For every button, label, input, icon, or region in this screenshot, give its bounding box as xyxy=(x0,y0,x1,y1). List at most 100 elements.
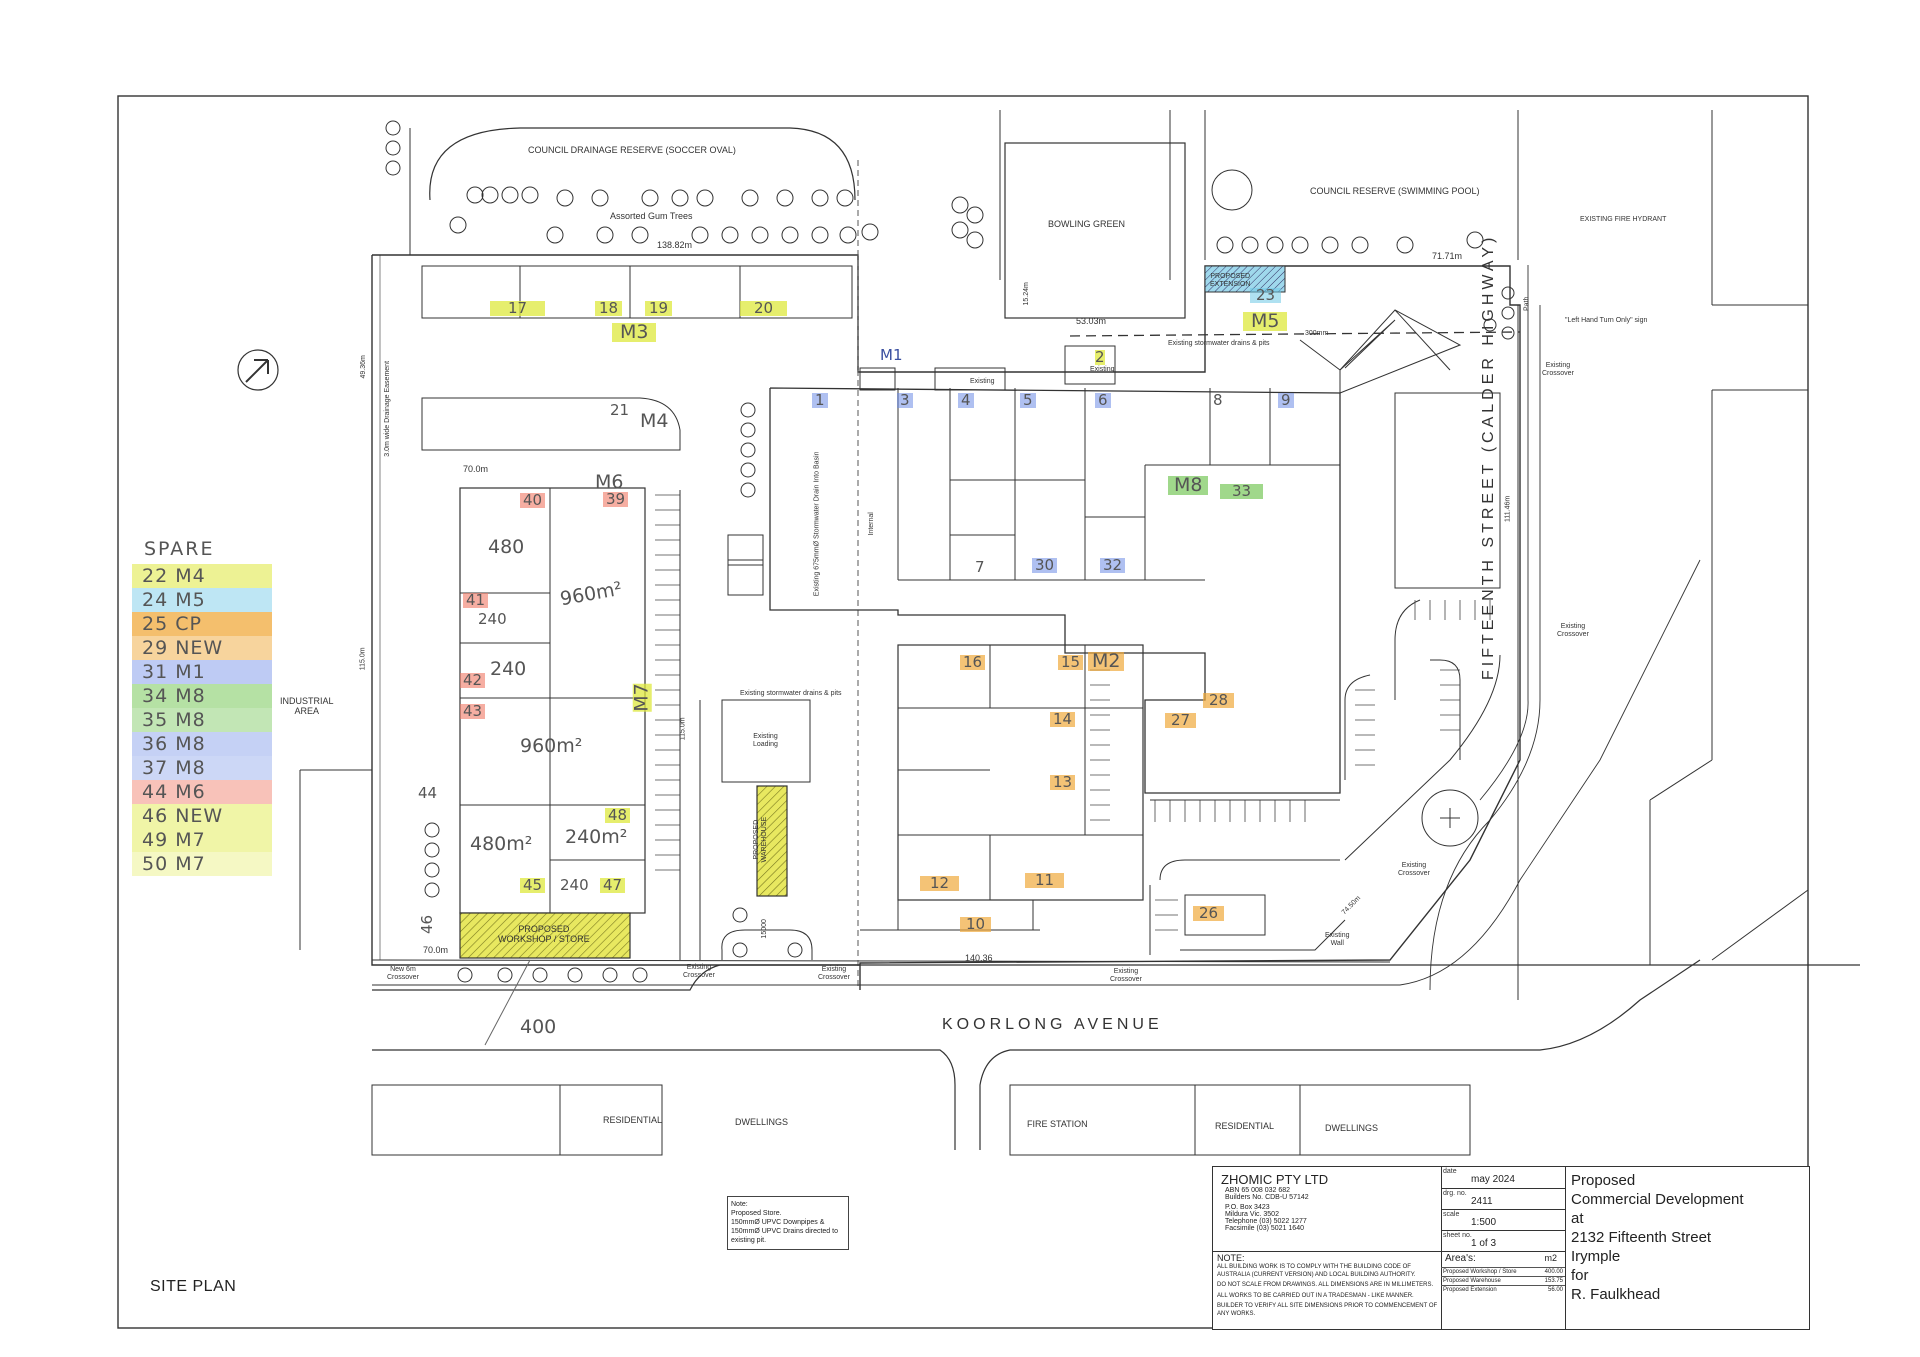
unit-26: 26 xyxy=(1193,906,1225,921)
unit-13: 13 xyxy=(1050,775,1076,790)
company-block: ZHOMIC PTY LTD ABN 65 008 032 682 Builde… xyxy=(1213,1167,1442,1252)
note-line: ALL BUILDING WORK IS TO COMPLY WITH THE … xyxy=(1217,1264,1416,1278)
residential-label-1: RESIDENTIAL xyxy=(603,1115,663,1125)
drg-label: drg. no. xyxy=(1443,1190,1467,1197)
soccer-oval xyxy=(429,127,856,201)
proposed-warehouse xyxy=(756,785,788,897)
notes-block: NOTE: ALL BUILDING WORK IS TO COMPLY WIT… xyxy=(1213,1251,1442,1329)
unit-m7: M7 xyxy=(630,683,653,712)
area-480m: 480m² xyxy=(470,833,533,855)
dim-71: 71.71m xyxy=(1432,251,1463,261)
unit-43: 43 xyxy=(460,704,486,719)
dwellings-label-1: DWELLINGS xyxy=(735,1117,789,1127)
legend-row: 22 M4 xyxy=(132,564,272,588)
note-text: Note: Proposed Store. 150mmØ UPVC Downpi… xyxy=(731,1201,838,1244)
proposed-warehouse-label: PROPOSED WAREHOUSE xyxy=(753,816,768,863)
sheet-label: sheet no. xyxy=(1443,1232,1472,1239)
wall-label: Existing Wall xyxy=(1325,932,1350,947)
unit-33: 33 xyxy=(1220,484,1264,499)
stormwater-basin-label: Existing 675mmØ Stormwater Drain Into Ba… xyxy=(813,451,821,597)
building-main xyxy=(769,387,1341,794)
crossover-3: Existing Crossover xyxy=(1398,862,1430,877)
unit-2: 2 xyxy=(1095,348,1105,366)
north-arrow-icon xyxy=(237,349,279,391)
unit-41: 41 xyxy=(463,593,489,608)
tree-icon xyxy=(385,120,1515,983)
legend-row: 50 M7 xyxy=(132,852,272,876)
area-240m: 240m² xyxy=(565,826,628,848)
crossover-6: Existing Crossover xyxy=(683,964,715,979)
gum-trees-label: Assorted Gum Trees xyxy=(610,211,693,221)
unit-8: 8 xyxy=(1213,391,1223,409)
building-lower xyxy=(897,644,1144,901)
legend-row: 37 M8 xyxy=(132,756,272,780)
unit-30: 30 xyxy=(1032,558,1058,573)
building-right xyxy=(1394,392,1501,589)
scale-value: 1:500 xyxy=(1471,1217,1497,1228)
unit-7: 7 xyxy=(975,558,985,576)
legend-row: 24 M5 xyxy=(132,588,272,612)
pool-reserve-label: COUNCIL RESERVE (SWIMMING POOL) xyxy=(1310,186,1480,196)
drainage-reserve-label: COUNCIL DRAINAGE RESERVE (SOCCER OVAL) xyxy=(528,145,736,155)
dim-easement: 3.0m wide Drainage Easement xyxy=(384,360,392,457)
dim-115b: 115.0m xyxy=(679,717,687,741)
note-line: ALL WORKS TO BE CARRIED OUT IN A TRADESM… xyxy=(1217,1292,1414,1299)
unit-18: 18 xyxy=(595,301,623,316)
legend-row: 29 NEW xyxy=(132,636,272,660)
legend-row: 46 NEW xyxy=(132,804,272,828)
internal-label: Internal xyxy=(867,512,875,536)
unit-4: 4 xyxy=(958,393,974,408)
unit-39: 39 xyxy=(603,492,629,507)
crossover-1: Existing Crossover xyxy=(1542,362,1574,377)
fifteenth-street-line xyxy=(1429,305,1541,991)
area-value: 153.75 xyxy=(1544,1278,1563,1284)
spare-legend: SPARE 22 M4 24 M5 25 CP 29 NEW 31 M1 34 … xyxy=(132,538,272,876)
unit-10: 10 xyxy=(960,917,992,932)
drg-value: 2411 xyxy=(1471,1196,1493,1207)
legend-row: 34 M8 xyxy=(132,684,272,708)
unit-m5: M5 xyxy=(1243,312,1288,331)
unit-m4: M4 xyxy=(640,410,669,432)
area-name: Proposed Extension xyxy=(1443,1287,1497,1293)
area-400: 400 xyxy=(520,1016,557,1038)
date-value: may 2024 xyxy=(1471,1174,1515,1185)
unit-m2: M2 xyxy=(1088,652,1125,671)
legend-row: 36 M8 xyxy=(132,732,272,756)
dim-15000: 15000 xyxy=(760,919,768,939)
unit-15: 15 xyxy=(1058,655,1084,670)
note-line: DO NOT SCALE FROM DRAWINGS. ALL DIMENSIO… xyxy=(1217,1282,1434,1288)
unit-27: 27 xyxy=(1165,713,1197,728)
date-label: date xyxy=(1443,1168,1457,1175)
legend-row: 35 M8 xyxy=(132,708,272,732)
unit-40: 40 xyxy=(520,493,546,508)
area-value: 56.00 xyxy=(1547,1287,1563,1293)
unit-48: 48 xyxy=(605,808,631,823)
area-240c: 240 xyxy=(560,876,589,894)
title-block: ZHOMIC PTY LTD ABN 65 008 032 682 Builde… xyxy=(1212,1166,1810,1330)
bowling-green-label: BOWLING GREEN xyxy=(1048,219,1126,229)
company-phone: Telephone (03) 5022 1277 xyxy=(1225,1218,1307,1225)
area-480: 480 xyxy=(488,536,525,558)
road-fifteenth-label: FIFTEENTH STREET (CALDER HIGHWAY) xyxy=(1480,233,1497,680)
loading-label: Existing Loading xyxy=(753,733,778,748)
unit-m8: M8 xyxy=(1168,476,1209,495)
dwellings-label-2: DWELLINGS xyxy=(1325,1123,1379,1133)
dim-49: 49.36m xyxy=(359,355,367,379)
dim-138: 138.82m xyxy=(657,240,693,250)
company-po: P.O. Box 3423 xyxy=(1225,1204,1270,1211)
unit-20: 20 xyxy=(740,301,788,316)
company-abn: ABN 65 008 032 682 xyxy=(1225,1187,1290,1194)
sheet-title: SITE PLAN xyxy=(150,1278,237,1295)
company-builders: Builders No. CDB-U 57142 xyxy=(1225,1194,1309,1201)
company-city: Mildura Vic. 3502 xyxy=(1225,1211,1279,1218)
unit-17: 17 xyxy=(490,301,546,316)
proposed-extension-label: PROPOSED EXTENSION xyxy=(1210,273,1251,288)
unit-9: 9 xyxy=(1278,393,1294,408)
koorlong-road-north xyxy=(372,964,1860,991)
dim-140: 140.36 xyxy=(965,953,993,963)
unit-m1: M1 xyxy=(880,346,903,364)
area-960b: 960m² xyxy=(520,735,583,757)
unit-12: 12 xyxy=(920,876,960,891)
unit-16: 16 xyxy=(960,655,986,670)
unit-m6: M6 xyxy=(595,471,624,493)
